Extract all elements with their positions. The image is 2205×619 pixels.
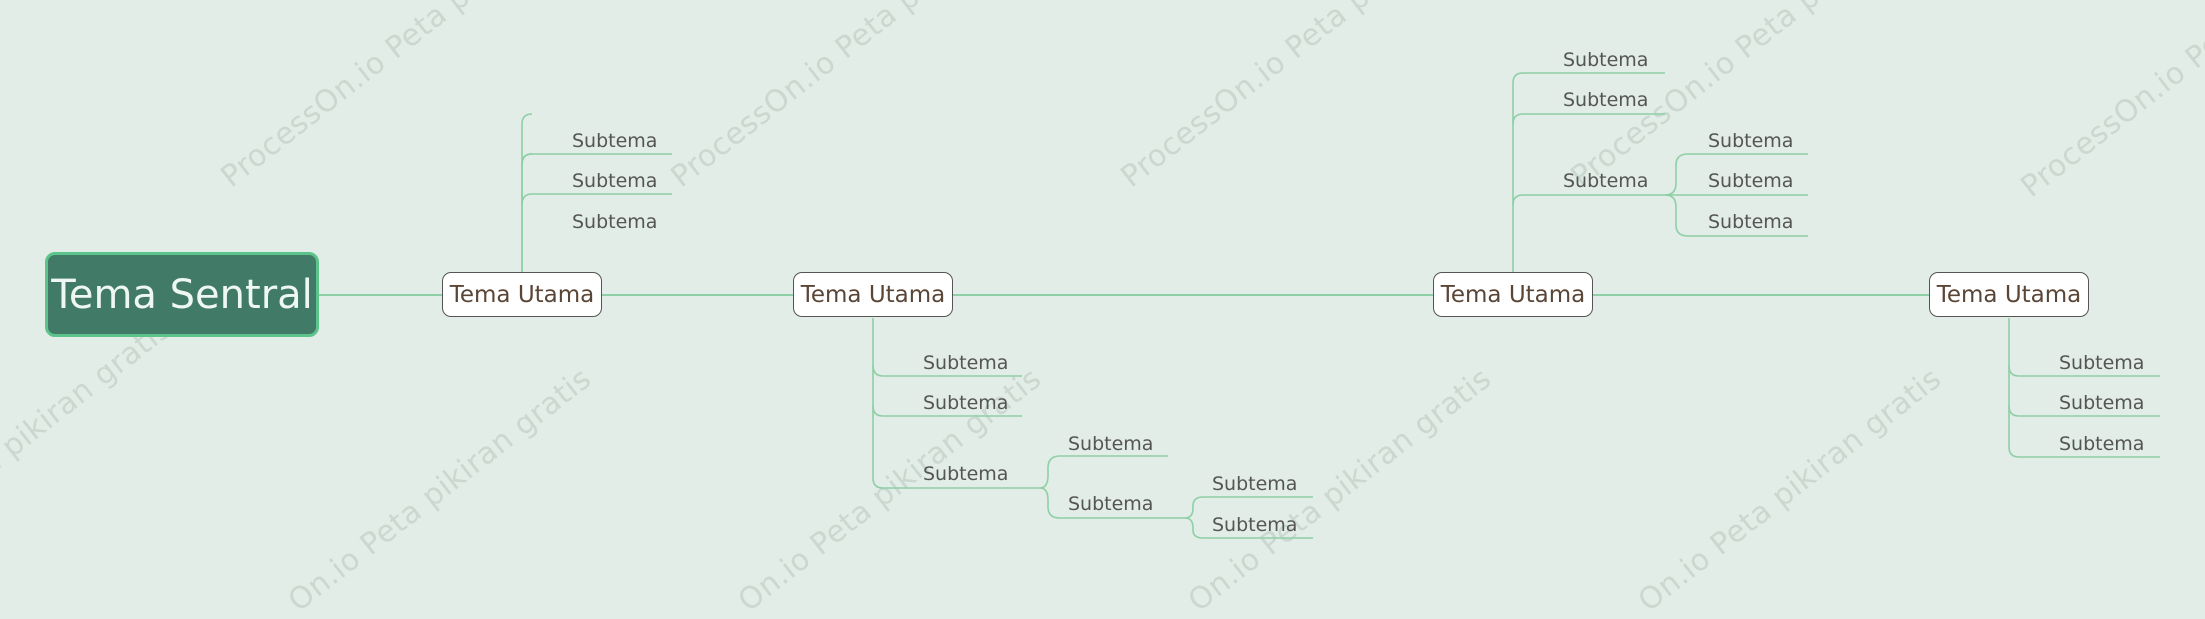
subtopic[interactable]: Subtema <box>1068 493 1154 515</box>
subtopic[interactable]: Subtema <box>1708 211 1794 233</box>
branch-connector <box>521 193 672 206</box>
subtopic[interactable]: Subtema <box>923 352 1009 374</box>
main-topic[interactable]: Tema Utama <box>442 272 602 317</box>
branch-connector <box>1184 517 1313 539</box>
central-topic[interactable]: Tema Sentral <box>45 252 319 337</box>
branch-connector <box>1184 496 1313 519</box>
subtopic[interactable]: Subtema <box>572 170 658 192</box>
branch-connector <box>2008 365 2160 377</box>
subtopic[interactable]: Subtema <box>1212 473 1298 495</box>
branch-connector <box>521 153 533 165</box>
branch-connector <box>872 318 1040 489</box>
branch-connector <box>1664 153 1808 196</box>
subtopic[interactable]: Subtema <box>1563 89 1649 111</box>
branch-connector <box>1039 487 1185 519</box>
branch-connector <box>2008 318 2160 458</box>
branch-connector <box>872 405 1022 417</box>
subtopic[interactable]: Subtema <box>572 211 658 233</box>
subtopic[interactable]: Subtema <box>572 130 658 152</box>
subtopic[interactable]: Subtema <box>1212 514 1298 536</box>
subtopic[interactable]: Subtema <box>2059 392 2145 414</box>
branch-connector <box>1039 455 1168 489</box>
subtopic[interactable]: Subtema <box>1563 49 1649 71</box>
branch-connector <box>2008 405 2160 417</box>
branch-connector <box>1512 72 1665 272</box>
subtopic[interactable]: Subtema <box>2059 433 2145 455</box>
branch-connector <box>872 364 1022 377</box>
subtopic[interactable]: Subtema <box>1068 433 1154 455</box>
main-topic[interactable]: Tema Utama <box>1929 272 2089 317</box>
connector-lines <box>319 72 2160 539</box>
main-topic[interactable]: Tema Utama <box>1433 272 1593 317</box>
subtopic[interactable]: Subtema <box>2059 352 2145 374</box>
main-topic[interactable]: Tema Utama <box>793 272 953 317</box>
subtopic[interactable]: Subtema <box>1563 170 1649 192</box>
branch-connector <box>1512 113 1665 125</box>
subtopic[interactable]: Subtema <box>1708 170 1794 192</box>
subtopic[interactable]: Subtema <box>1708 130 1794 152</box>
subtopic[interactable]: Subtema <box>923 392 1009 414</box>
branch-connector <box>521 113 533 125</box>
subtopic[interactable]: Subtema <box>923 463 1009 485</box>
branch-connector <box>1512 194 1665 206</box>
branch-connector <box>1664 194 1808 237</box>
